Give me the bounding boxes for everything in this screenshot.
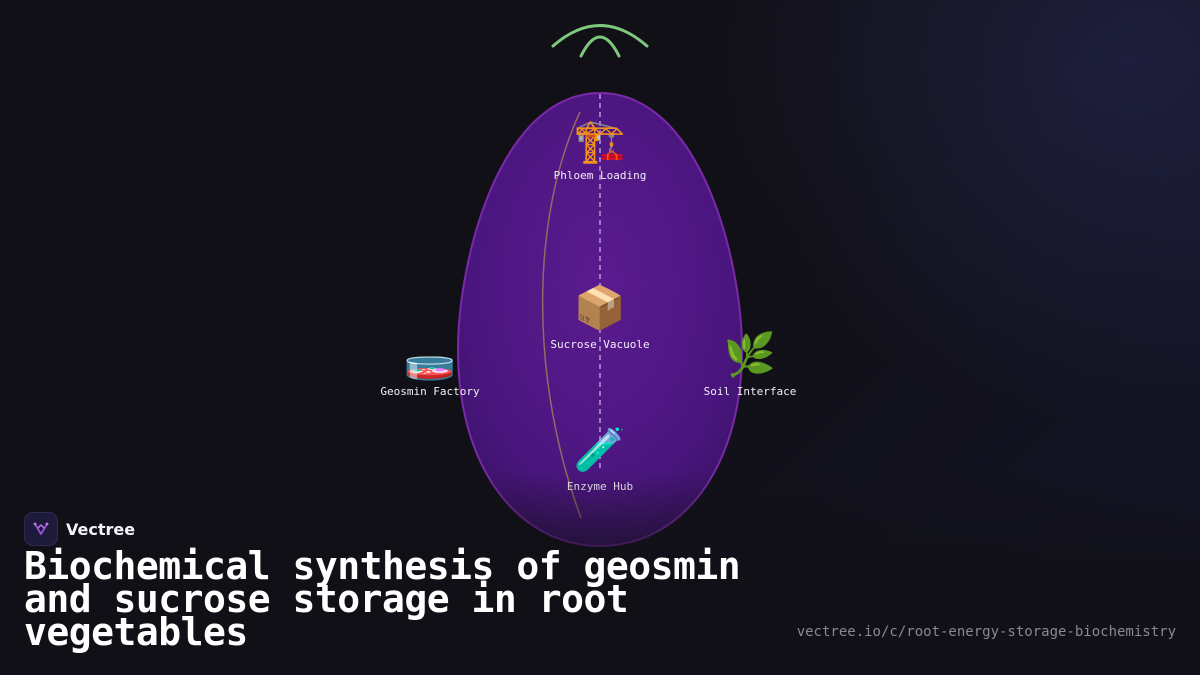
node-label: Soil Interface (704, 385, 797, 398)
node-label: Enzyme Hub (567, 480, 633, 493)
node-phloem-loading: 🏗️ Phloem Loading (554, 116, 647, 182)
node-sucrose-vacuole: 📦 Sucrose Vacuole (550, 283, 649, 351)
test-tube-icon: 🧪 (574, 425, 626, 474)
node-soil-interface: 🌿 Soil Interface (704, 330, 797, 398)
petri-dish-icon: 🧫 (404, 333, 456, 382)
construction-crane-icon: 🏗️ (574, 116, 626, 165)
node-geosmin-factory: 🧫 Geosmin Factory (380, 333, 480, 398)
root-vein-curve (541, 111, 582, 519)
brand-lockup: Vectree (24, 512, 135, 546)
node-label: Phloem Loading (554, 169, 647, 182)
outer-leaf-arc (551, 24, 649, 48)
vectree-logo-icon (24, 512, 58, 546)
brand-name: Vectree (66, 519, 136, 539)
node-label: Geosmin Factory (380, 385, 480, 398)
herb-leaf-icon: 🌿 (724, 330, 776, 379)
inner-leaf-arc (579, 35, 621, 58)
source-url: vectree.io/c/root-energy-storage-biochem… (796, 624, 1176, 640)
package-box-icon: 📦 (574, 283, 626, 332)
page-title: Biochemical synthesis of geosmin and suc… (24, 544, 741, 654)
node-label: Sucrose Vacuole (550, 338, 649, 351)
node-enzyme-hub: 🧪 Enzyme Hub (567, 425, 633, 493)
